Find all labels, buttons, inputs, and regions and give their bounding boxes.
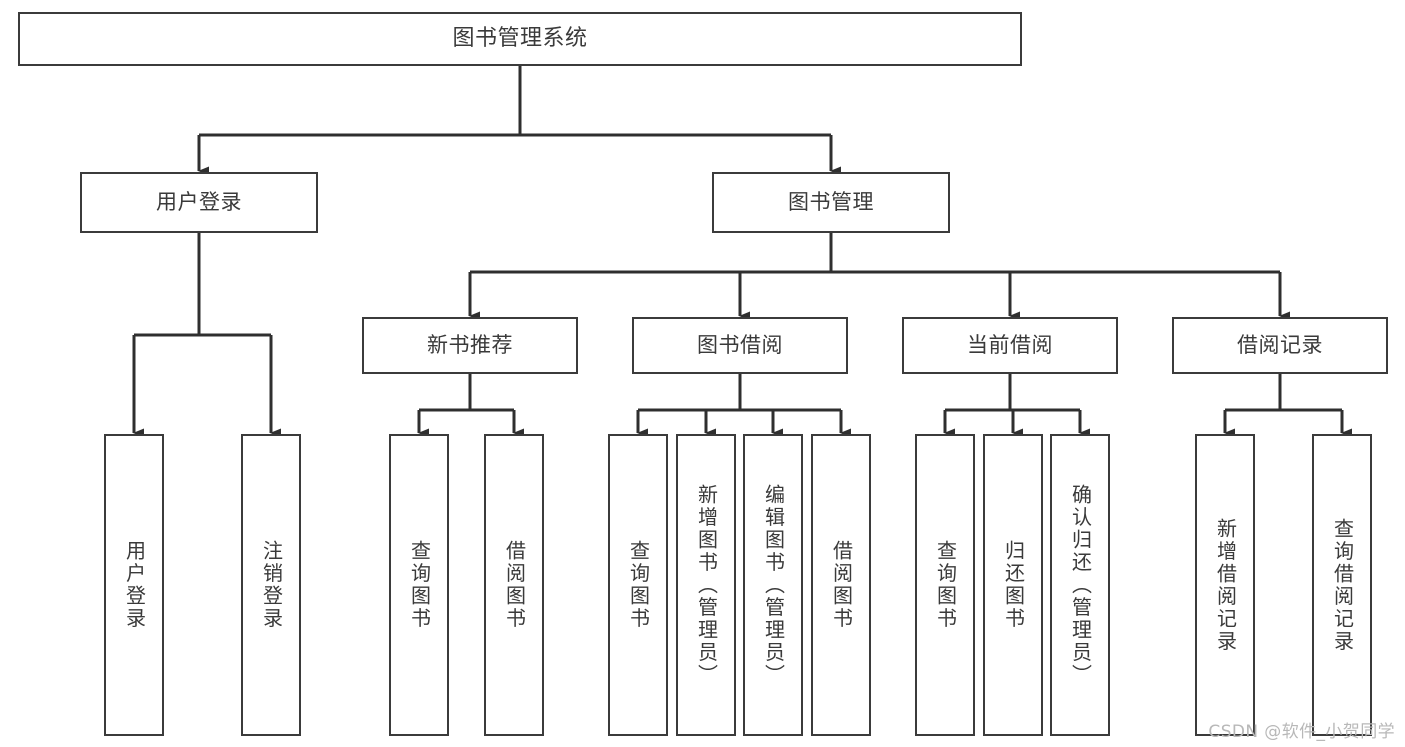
node-user-login[interactable]: 用户登录 bbox=[80, 172, 318, 233]
node-leaf-user-logout[interactable]: 注销登录 bbox=[241, 434, 301, 736]
node-root-label: 图书管理系统 bbox=[452, 26, 588, 52]
node-leaf-confirm-return-label: 确认归还（管理员） bbox=[1068, 483, 1093, 687]
node-leaf-add-book[interactable]: 新增图书（管理员） bbox=[676, 434, 736, 736]
node-leaf-query-record-label: 查询借阅记录 bbox=[1330, 517, 1355, 653]
node-leaf-return-book[interactable]: 归还图书 bbox=[983, 434, 1043, 736]
node-borrow-record-label: 借阅记录 bbox=[1237, 333, 1323, 358]
node-leaf-add-book-label: 新增图书（管理员） bbox=[694, 483, 719, 687]
node-leaf-query-record[interactable]: 查询借阅记录 bbox=[1312, 434, 1372, 736]
node-leaf-query-book-3[interactable]: 查询图书 bbox=[915, 434, 975, 736]
node-leaf-return-book-label: 归还图书 bbox=[1001, 540, 1026, 630]
node-leaf-user-login-label: 用户登录 bbox=[122, 540, 147, 630]
node-leaf-add-record-label: 新增借阅记录 bbox=[1213, 517, 1238, 653]
node-leaf-edit-book-label: 编辑图书（管理员） bbox=[761, 483, 786, 687]
node-leaf-borrow-book-2-label: 借阅图书 bbox=[829, 540, 854, 630]
node-leaf-query-book-3-label: 查询图书 bbox=[933, 540, 958, 630]
node-new-book-rec-label: 新书推荐 bbox=[427, 333, 513, 358]
node-leaf-query-book-1[interactable]: 查询图书 bbox=[389, 434, 449, 736]
node-user-login-label: 用户登录 bbox=[156, 190, 242, 215]
node-leaf-query-book-1-label: 查询图书 bbox=[407, 540, 432, 630]
node-leaf-query-book-2[interactable]: 查询图书 bbox=[608, 434, 668, 736]
node-leaf-borrow-book-1-label: 借阅图书 bbox=[502, 540, 527, 630]
node-leaf-query-book-2-label: 查询图书 bbox=[626, 540, 651, 630]
node-leaf-add-record[interactable]: 新增借阅记录 bbox=[1195, 434, 1255, 736]
node-new-book-rec[interactable]: 新书推荐 bbox=[362, 317, 578, 374]
node-leaf-confirm-return[interactable]: 确认归还（管理员） bbox=[1050, 434, 1110, 736]
node-leaf-user-login[interactable]: 用户登录 bbox=[104, 434, 164, 736]
node-book-manage-label: 图书管理 bbox=[788, 190, 874, 215]
node-root[interactable]: 图书管理系统 bbox=[18, 12, 1022, 66]
node-borrow-record[interactable]: 借阅记录 bbox=[1172, 317, 1388, 374]
node-leaf-borrow-book-1[interactable]: 借阅图书 bbox=[484, 434, 544, 736]
node-book-borrow[interactable]: 图书借阅 bbox=[632, 317, 848, 374]
node-leaf-edit-book[interactable]: 编辑图书（管理员） bbox=[743, 434, 803, 736]
node-current-borrow-label: 当前借阅 bbox=[967, 333, 1053, 358]
node-leaf-user-logout-label: 注销登录 bbox=[259, 540, 284, 630]
watermark-label: CSDN @软件_小贺同学 bbox=[1208, 722, 1395, 742]
node-current-borrow[interactable]: 当前借阅 bbox=[902, 317, 1118, 374]
node-book-borrow-label: 图书借阅 bbox=[697, 333, 783, 358]
node-book-manage[interactable]: 图书管理 bbox=[712, 172, 950, 233]
node-leaf-borrow-book-2[interactable]: 借阅图书 bbox=[811, 434, 871, 736]
